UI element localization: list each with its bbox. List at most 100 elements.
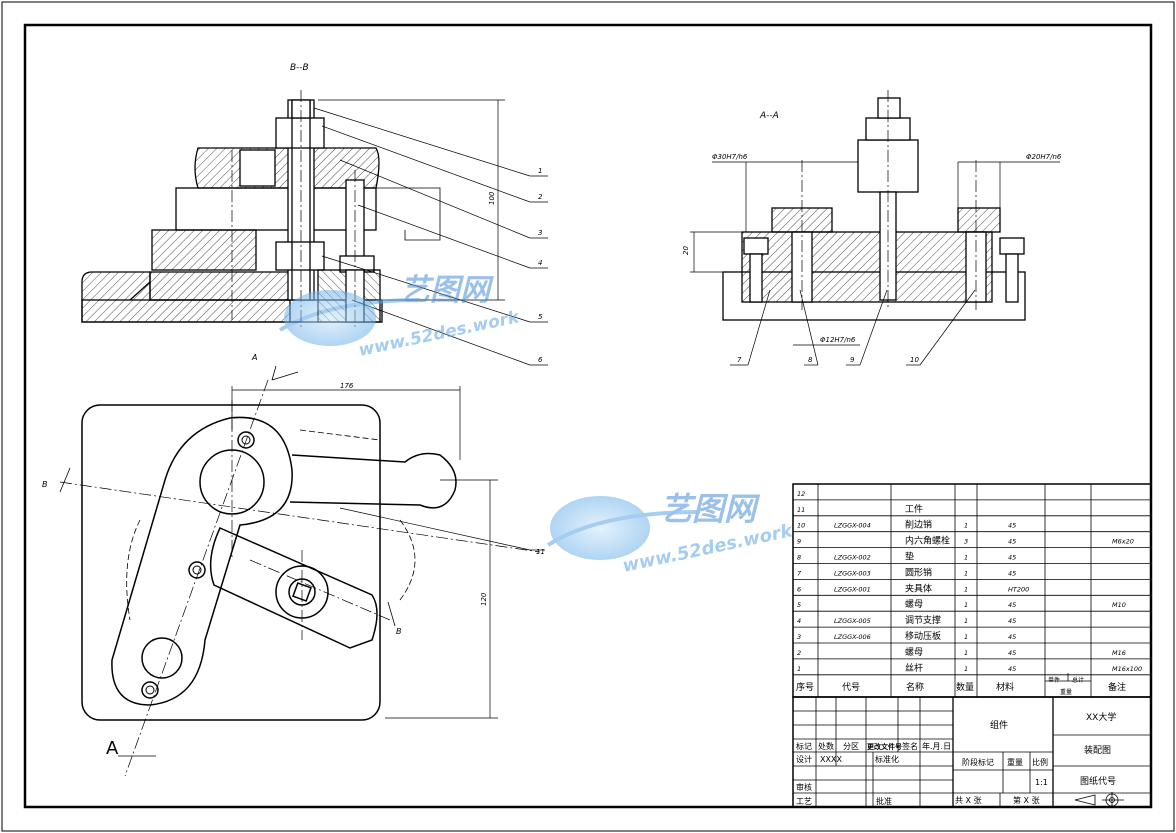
bom-cell-no: 3 <box>797 633 801 641</box>
bom-cell-qty: 1 <box>964 617 968 625</box>
dim-height-100: 100 <box>488 191 496 205</box>
tb-doc-no: 更改文件号 <box>867 742 902 751</box>
view-arrow-a-small: A <box>251 353 257 362</box>
bom-cell-name: 移动压板 <box>905 630 941 642</box>
bom-header-code: 代号 <box>842 682 860 693</box>
tb-designer: XXXX <box>820 755 842 764</box>
dim-fit-30: Φ30H7/h6 <box>712 153 748 161</box>
balloon-4: 4 <box>538 259 542 267</box>
bom-header-unit-wt: 单件 <box>1048 676 1060 684</box>
tb-weight: 重量 <box>1007 757 1023 767</box>
bom-header-material: 材料 <box>996 681 1014 693</box>
balloon-5: 5 <box>538 313 543 321</box>
bom-cell-name: 丝杆 <box>905 662 923 674</box>
bom-cell-no: 6 <box>797 585 801 593</box>
bom-cell-no: 10 <box>797 522 805 530</box>
bom-cell-name: 夹具体 <box>905 582 932 594</box>
bom-cell-name: 螺母 <box>905 647 923 658</box>
bom-cell-note: M16 <box>1112 649 1126 657</box>
tb-standard: 标准化 <box>875 754 899 764</box>
bom-cell-code: LZGGX-005 <box>834 617 871 625</box>
bom-cell-material: 45 <box>1008 665 1016 673</box>
bom-cell-no: 5 <box>797 601 801 609</box>
bom-cell-no: 4 <box>797 617 801 625</box>
bom-row: 10 LZGGX-004 削边销 1 45 <box>797 519 1016 531</box>
bom-cell-code: LZGGX-006 <box>834 633 871 641</box>
bom-cell-name: 工件 <box>905 503 923 515</box>
tb-total-sheets: 共 X 张 <box>955 796 982 805</box>
tb-sheet-no: 第 X 张 <box>1013 795 1040 805</box>
bom-cell-name: 内六角螺栓 <box>905 535 950 547</box>
svg-text:艺图网: 艺图网 <box>400 273 494 308</box>
title-block <box>792 696 1152 808</box>
bom-cell-qty: 1 <box>964 522 968 530</box>
balloon-2: 2 <box>538 193 543 201</box>
bom-header-qty: 数量 <box>956 681 974 693</box>
balloon-7: 7 <box>737 356 742 364</box>
bom-cell-note: M16x100 <box>1112 665 1142 673</box>
bom-cell-name: 垫 <box>905 551 914 563</box>
balloon-3: 3 <box>538 229 542 237</box>
tb-drawing-name: 装配图 <box>1084 744 1111 756</box>
bom-cell-material: HT200 <box>1008 585 1029 593</box>
bom-cell-name: 螺母 <box>905 599 923 610</box>
bom-row: 4 LZGGX-005 调节支撑 1 45 <box>797 614 1016 626</box>
bom-cell-material: 45 <box>1008 617 1016 625</box>
bom-cell-name: 调节支撑 <box>905 614 941 626</box>
balloon-8: 8 <box>808 356 813 364</box>
tb-approve: 批准 <box>876 796 892 806</box>
dim-height-120: 120 <box>480 592 488 606</box>
top-view: 176 120 11 A B B A <box>42 353 545 777</box>
balloon-6: 6 <box>538 356 543 364</box>
watermark-top: 艺图网 www.52des.work <box>278 273 523 361</box>
section-bb-label: B--B <box>290 63 309 73</box>
tb-zone: 分区 <box>843 742 859 751</box>
dim-fit-20: Φ20H7/n6 <box>1026 153 1062 161</box>
bom-cell-name: 削边销 <box>905 519 932 531</box>
tb-scale: 比例 <box>1032 757 1048 767</box>
tb-university: XX大学 <box>1086 711 1116 723</box>
view-arrow-b-right: B <box>396 627 402 636</box>
watermark-center: 艺图网 www.52des.work <box>546 490 795 577</box>
bom-cell-no: 8 <box>797 554 801 562</box>
balloon-11: 11 <box>536 548 545 556</box>
bom-cell-no: 1 <box>797 665 801 673</box>
balloon-10: 10 <box>910 356 919 364</box>
bom-cell-qty: 1 <box>964 585 968 593</box>
tb-process: 工艺 <box>796 797 812 806</box>
bom-row: 1 丝杆 1 45 M16x100 <box>797 662 1142 674</box>
bom-cell-code: LZGGX-001 <box>834 585 871 593</box>
bom-cell-no: 7 <box>797 569 802 577</box>
section-aa-view: A--A <box>682 90 1062 366</box>
view-arrow-b-left: B <box>42 480 48 489</box>
tb-mark: 标记 <box>796 741 812 751</box>
tb-review: 审核 <box>796 782 812 792</box>
bom-row: 6 LZGGX-001 夹具体 1 HT200 <box>797 582 1029 594</box>
bom-cell-material: 45 <box>1008 569 1016 577</box>
bom-cell-material: 45 <box>1008 633 1016 641</box>
tb-stage-mark: 阶段标记 <box>962 757 994 767</box>
bom-cell-qty: 1 <box>964 569 968 577</box>
bom-cell-note: M6x20 <box>1112 538 1134 546</box>
bom-cell-material: 45 <box>1008 554 1016 562</box>
bom-cell-qty: 1 <box>964 649 968 657</box>
bom-header-no: 序号 <box>796 681 814 693</box>
bom-cell-qty: 3 <box>964 538 968 546</box>
bom-cell-qty: 1 <box>964 665 968 673</box>
bom-cell-code: LZGGX-003 <box>834 569 871 577</box>
tb-count: 处数 <box>818 741 834 751</box>
title-block-text: 标记 处数 分区 更改文件号 签名 年.月.日 设计 XXXX 标准化 审核 工… <box>796 711 1116 806</box>
bom-cell-material: 45 <box>1008 522 1016 530</box>
tb-sign: 签名 <box>902 741 918 751</box>
balloon-1: 1 <box>538 167 542 175</box>
bom-cell-no: 2 <box>797 649 801 657</box>
bom-cell-code: LZGGX-004 <box>834 522 871 530</box>
dim-height-20: 20 <box>682 246 690 255</box>
